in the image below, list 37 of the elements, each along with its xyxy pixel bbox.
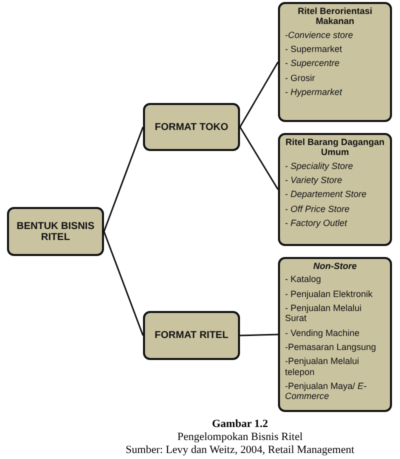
connector-line — [239, 62, 279, 128]
box-label: FORMAT RITEL — [154, 330, 228, 341]
connector-line — [240, 334, 278, 336]
list-item: - Off Price Store — [285, 204, 351, 214]
box-label: FORMAT TOKO — [154, 122, 228, 132]
figure-caption: Pengelompokan Bisnis Ritel — [176, 431, 304, 444]
list-item: -Penjualan Melalui telepon — [285, 356, 360, 378]
connector-line — [103, 126, 144, 232]
list-item: - Supercentre — [285, 58, 341, 69]
category-box — [278, 257, 392, 412]
list-item: -Penjualan Maya/ E-Commerce — [285, 381, 368, 402]
list-item: - Hypermarket — [285, 87, 344, 98]
category-box — [278, 2, 392, 122]
box-heading: Ritel Berorientasi Makanan — [296, 6, 374, 27]
list-item: -Convience store — [285, 30, 354, 40]
category-box — [278, 133, 392, 246]
source-note: Sumber: Levy dan Weitz, 2004, Retail Management — [124, 444, 356, 457]
list-item: - Katalog — [285, 274, 322, 285]
list-item: - Variety Store — [285, 175, 344, 186]
list-item: - Penjualan Melalui Surat — [285, 303, 363, 324]
category-box — [143, 311, 240, 360]
list-item: - Grosir — [285, 72, 316, 84]
box-heading: Non-Store — [312, 261, 358, 272]
category-box — [143, 103, 240, 151]
box-label: BENTUK BISNIS RITEL — [16, 220, 96, 242]
list-item: - Vending Machine — [285, 328, 361, 338]
connector-line — [239, 126, 279, 190]
category-box — [7, 207, 104, 256]
connector-line — [103, 231, 144, 336]
figure-title: Gambar 1.2 — [210, 418, 270, 431]
list-item: - Penjualan Elektronik — [285, 288, 374, 300]
list-item: -Pemasaran Langsung — [285, 342, 378, 352]
list-item: - Factory Outlet — [285, 218, 348, 228]
box-heading: Ritel Barang Dagangan Umum — [285, 137, 385, 158]
list-item: - Speciality Store — [285, 160, 354, 172]
list-item: - Departement Store — [285, 189, 368, 200]
list-item: - Supermarket — [285, 44, 344, 54]
